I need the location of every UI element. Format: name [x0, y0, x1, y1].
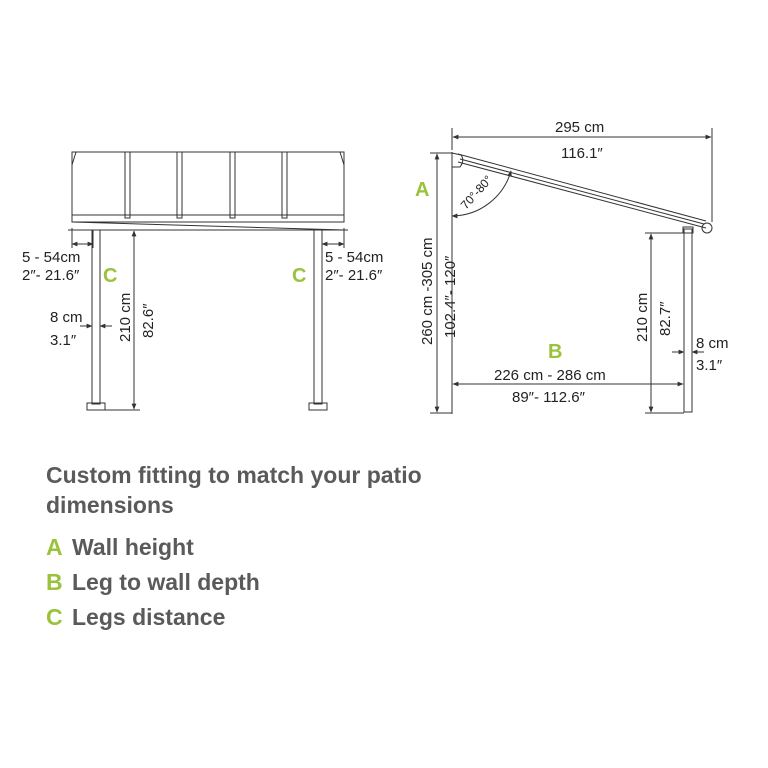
front-label-c-left: C — [103, 265, 117, 287]
side-angle-arc — [451, 170, 512, 219]
front-view-labels: 5 - 54cm 2″- 21.6″ C 5 - 54cm 2″- 21.6″ … — [22, 249, 383, 349]
side-leg-width-in: 3.1″ — [696, 357, 723, 374]
legend-item-wall-height: A Wall height — [46, 532, 260, 567]
side-leg — [683, 228, 693, 413]
front-overhang-left-cm: 5 - 54cm — [22, 249, 80, 266]
front-height-cm: 210 cm — [117, 293, 134, 342]
side-label-a: A — [415, 179, 429, 201]
front-height-in: 82.6″ — [140, 303, 157, 338]
side-view-labels: 295 cm 116.1″ A 70°-80° 260 cm -305 cm 1… — [415, 119, 729, 406]
side-wall-height-cm: 260 cm -305 cm — [419, 237, 436, 345]
side-angle-label: 70°-80° — [458, 173, 495, 212]
legend-letter: B — [46, 569, 63, 595]
caption-heading: Custom fitting to match your patio dimen… — [46, 462, 422, 518]
legend-text: Leg to wall depth — [72, 569, 260, 595]
side-wall-height-in: 102.4″- 120″ — [442, 255, 459, 338]
legend-item-leg-to-wall-depth: B Leg to wall depth — [46, 567, 260, 602]
side-width-in: 116.1″ — [561, 145, 603, 162]
front-leg-width-in: 3.1″ — [50, 332, 77, 349]
front-overhang-left-in: 2″- 21.6″ — [22, 267, 80, 284]
front-overhang-right-cm: 5 - 54cm — [325, 249, 383, 266]
front-roof — [68, 151, 348, 231]
side-depth-cm: 226 cm - 286 cm — [494, 367, 606, 384]
front-left-foot — [86, 402, 106, 411]
legend-item-legs-distance: C Legs distance — [46, 602, 260, 637]
front-right-foot — [308, 402, 328, 411]
front-left-leg — [91, 229, 101, 405]
legend-letter: A — [46, 534, 63, 560]
side-view — [430, 128, 713, 414]
front-view — [68, 151, 348, 411]
side-depth-in: 89″- 112.6″ — [512, 389, 586, 406]
legend-letter: C — [46, 604, 63, 630]
front-right-leg — [313, 229, 323, 405]
patio-cover-diagram: 5 - 54cm 2″- 21.6″ C 5 - 54cm 2″- 21.6″ … — [22, 119, 729, 414]
side-leg-height-in: 82.7″ — [657, 301, 674, 336]
legend-text: Wall height — [72, 534, 194, 560]
legend-text: Legs distance — [72, 604, 226, 630]
side-label-b: B — [548, 341, 562, 363]
side-width-cm: 295 cm — [555, 119, 604, 136]
front-leg-width-cm: 8 cm — [50, 309, 83, 326]
front-overhang-right-in: 2″- 21.6″ — [325, 267, 383, 284]
front-label-c-right: C — [292, 265, 306, 287]
legend-list: A Wall height B Leg to wall depth C Legs di… — [46, 532, 260, 637]
side-leg-height-cm: 210 cm — [634, 293, 651, 342]
side-leg-width-cm: 8 cm — [696, 335, 729, 352]
side-roof — [457, 153, 713, 234]
